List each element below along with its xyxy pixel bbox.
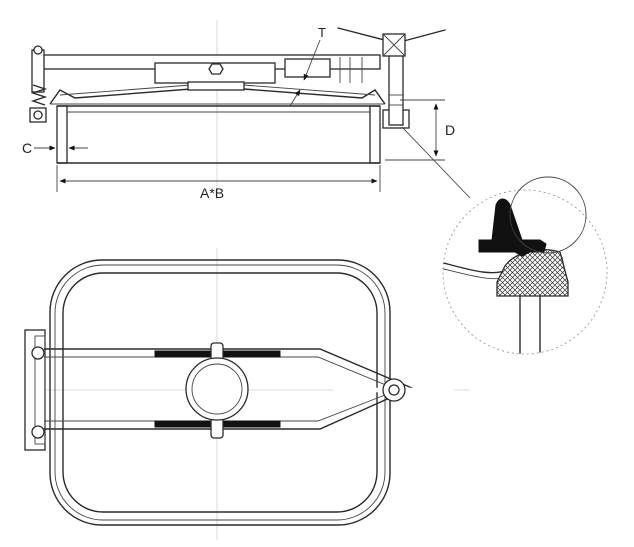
lid-arc	[509, 176, 587, 254]
dimension-d: D	[385, 99, 455, 161]
clamp-bar	[39, 54, 381, 91]
detail-circle	[442, 189, 608, 355]
label-d: D	[445, 122, 455, 138]
dimension-c: C	[22, 140, 88, 156]
collar-section	[56, 105, 381, 164]
gasket-profile	[478, 198, 547, 257]
detail-leader	[401, 126, 471, 199]
plan-t-handle	[333, 378, 455, 402]
plan-center-boss	[185, 342, 249, 439]
plan-hinge	[24, 329, 46, 451]
hinge-left	[29, 45, 48, 123]
label-t: T	[318, 25, 326, 40]
label-ab: A*B	[200, 185, 224, 201]
side-view: T D C A*B	[22, 20, 471, 201]
gasket-detail	[442, 176, 608, 355]
top-view	[24, 248, 470, 540]
dimension-t: T	[289, 25, 326, 107]
label-c: C	[22, 140, 32, 156]
dimension-ab: A*B	[56, 165, 381, 201]
flange-hatch	[496, 249, 569, 297]
t-handle	[337, 27, 446, 126]
